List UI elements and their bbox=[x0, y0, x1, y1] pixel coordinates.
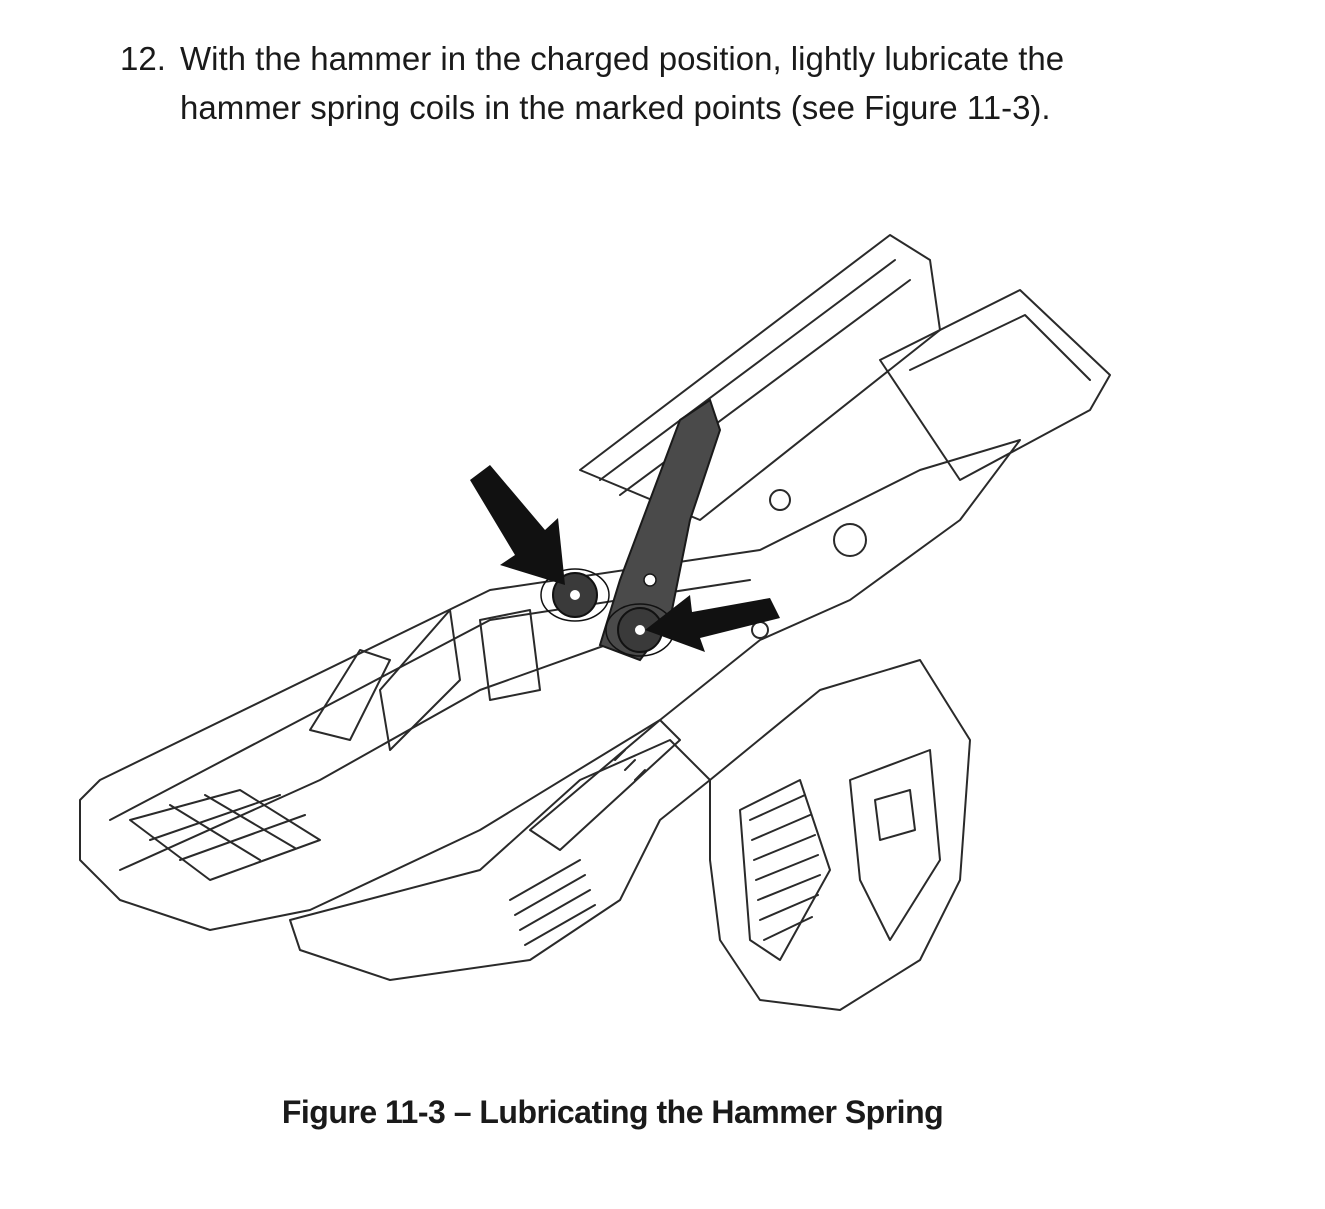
pin-1 bbox=[833, 523, 867, 557]
inner-block bbox=[479, 609, 541, 701]
inner-wall-1 bbox=[309, 649, 391, 741]
arrow-left bbox=[470, 465, 565, 585]
trigger-guard bbox=[289, 739, 711, 981]
guard-ribs bbox=[509, 859, 596, 946]
rear-rail bbox=[879, 289, 1111, 481]
grip-panel-left bbox=[739, 779, 831, 961]
step-number: 12. bbox=[120, 40, 166, 77]
slide-lever bbox=[529, 719, 681, 851]
grip-texture bbox=[749, 794, 821, 941]
inner-wall-2 bbox=[379, 609, 461, 751]
pin-2 bbox=[751, 621, 769, 639]
front-grid bbox=[129, 789, 321, 881]
hammer-spring-illustration bbox=[60, 220, 1140, 1050]
grid-lines bbox=[149, 794, 306, 861]
arrow-right bbox=[645, 595, 780, 652]
figure-caption: Figure 11-3 – Lubricating the Hammer Spr… bbox=[281, 1094, 944, 1130]
frame-line-drawing bbox=[79, 234, 1111, 1011]
upper-rail bbox=[579, 234, 941, 521]
frame-body bbox=[79, 439, 1021, 931]
rail-edge bbox=[599, 259, 911, 496]
step-text: With the hammer in the charged position,… bbox=[180, 40, 1065, 126]
instruction-step: 12. With the hammer in the charged posit… bbox=[120, 34, 1180, 132]
grip-panel-right bbox=[849, 749, 941, 941]
frame-inner-mid bbox=[119, 639, 621, 871]
lever-serrations bbox=[614, 749, 646, 781]
grip-logo-badge bbox=[874, 789, 916, 841]
rear-rail-edge bbox=[909, 314, 1091, 381]
marked-point-1 bbox=[540, 568, 610, 622]
grip bbox=[709, 659, 971, 1011]
pin-3 bbox=[769, 489, 791, 511]
